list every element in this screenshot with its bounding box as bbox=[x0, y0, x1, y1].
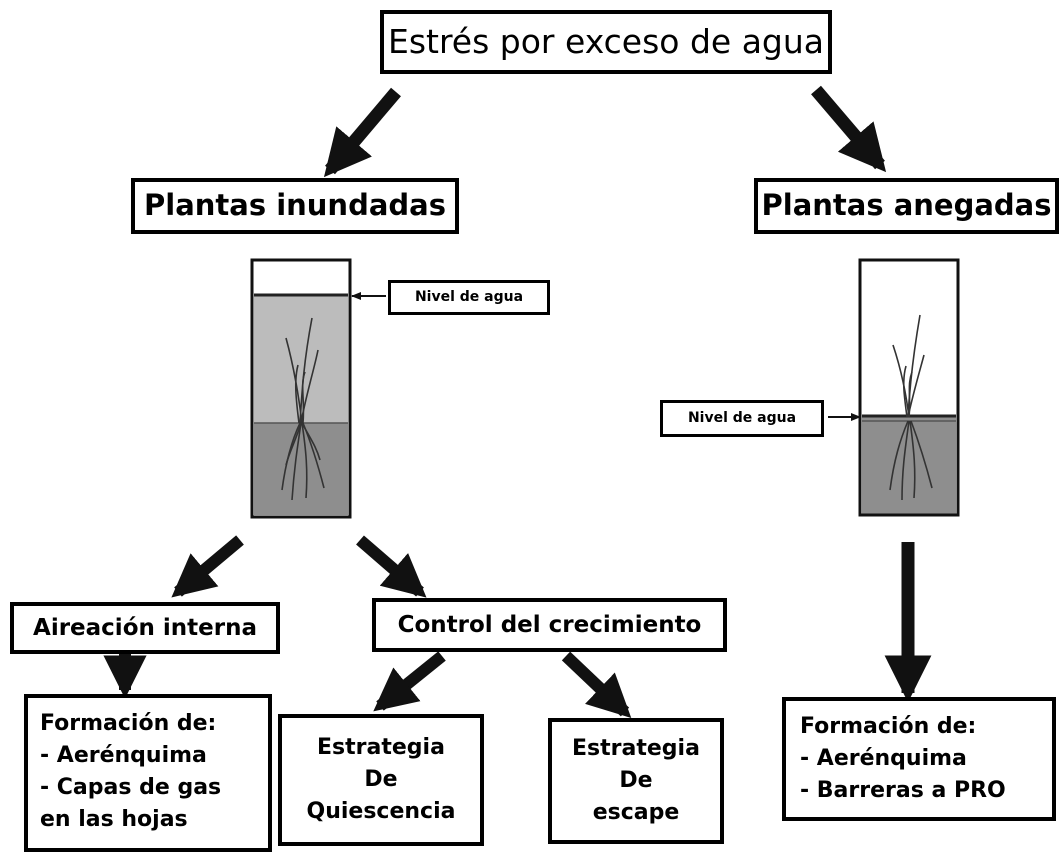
beaker-right-outline bbox=[858, 258, 960, 517]
anegadas-line-2: - Aerénquima bbox=[800, 745, 967, 771]
estrategia-escape-box: Estrategia De escape bbox=[548, 718, 724, 844]
beaker-anegadas bbox=[858, 258, 960, 517]
control-crecimiento-box: Control del crecimiento bbox=[372, 598, 727, 652]
aireacion-formacion-box: Formación de: - Aerénquima - Capas de ga… bbox=[24, 694, 272, 852]
aireacion-line-1: Formación de: bbox=[40, 711, 217, 736]
aireacion-line-3: - Capas de gas bbox=[40, 774, 222, 800]
escape-line-1: Estrategia bbox=[572, 736, 700, 762]
arrow-control-to-quiescencia bbox=[373, 651, 446, 712]
beaker-left-outline bbox=[250, 258, 352, 519]
arrow-beaker-to-control bbox=[356, 535, 427, 598]
beaker-left-group bbox=[250, 258, 352, 519]
left-water-level-label: Nivel de agua bbox=[388, 280, 550, 315]
plant-left-icon bbox=[281, 317, 325, 501]
quiescencia-line-1: Estrategia bbox=[317, 735, 445, 761]
title-box: Estrés por exceso de agua bbox=[380, 10, 832, 74]
escape-line-3: escape bbox=[592, 799, 680, 825]
anegadas-formacion-box: Formación de: - Aerénquima - Barreras a … bbox=[782, 697, 1056, 821]
anegadas-line-3: - Barreras a PRO bbox=[800, 777, 1006, 803]
escape-line-2: De bbox=[619, 768, 653, 794]
plantas-anegadas-box: Plantas anegadas bbox=[754, 178, 1059, 234]
arrow-title-to-inundadas bbox=[323, 87, 401, 178]
quiescencia-line-3: Quiescencia bbox=[306, 798, 456, 824]
aireacion-line-2: - Aerénquima bbox=[40, 742, 207, 768]
arrow-beaker-to-aireacion bbox=[171, 535, 244, 598]
estrategia-quiescencia-box: Estrategia De Quiescencia bbox=[278, 714, 484, 846]
beaker-left-soil bbox=[254, 423, 348, 515]
quiescencia-line-2: De bbox=[364, 767, 398, 793]
anegadas-line-1: Formación de: bbox=[800, 714, 977, 739]
plant-right-icon bbox=[889, 314, 933, 501]
beaker-right-soil bbox=[862, 416, 956, 514]
arrow-control-to-escape bbox=[561, 651, 632, 718]
arrow-title-to-anegadas bbox=[811, 85, 887, 173]
plantas-inundadas-box: Plantas inundadas bbox=[131, 178, 459, 234]
right-water-level-label: Nivel de agua bbox=[660, 400, 824, 437]
aireacion-line-4: en las hojas bbox=[40, 806, 188, 832]
aireacion-interna-box: Aireación interna bbox=[10, 602, 280, 654]
